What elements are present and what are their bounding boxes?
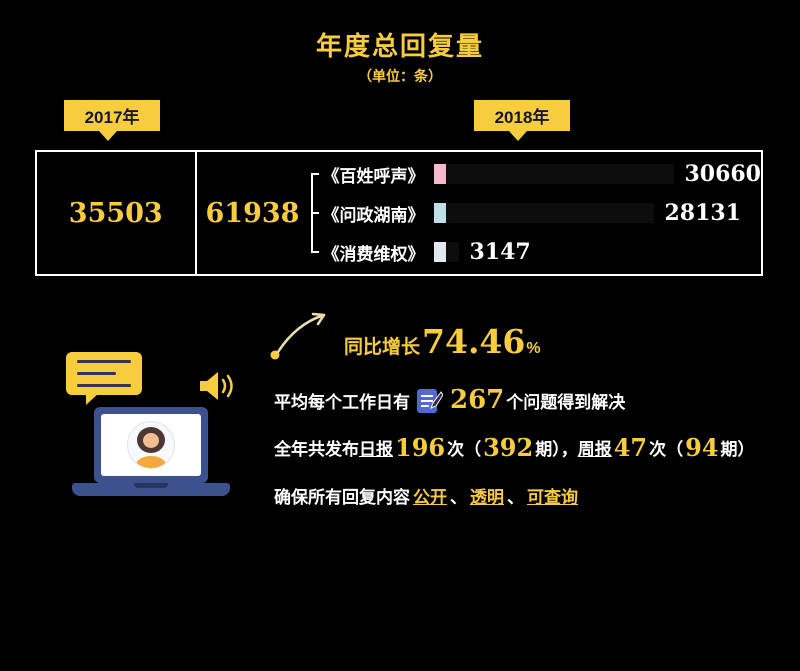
term-queryable: 可查询 [527, 487, 578, 507]
year-label-2018: 2018年 [474, 100, 570, 131]
avatar-shirt [136, 456, 166, 468]
chat-bubble-tail [86, 393, 99, 405]
laptop-base-notch [134, 483, 168, 488]
stat-line3-sep2: 、 [507, 487, 524, 507]
pencil-document-icon [417, 389, 443, 413]
stat-daily-solved: 平均每个工作日有 267 个问题得到解决 [274, 382, 625, 418]
bar-value: 28131 [664, 200, 741, 226]
term-open: 公开 [413, 487, 447, 507]
bar-row: 《问政湖南》 28131 [308, 194, 761, 233]
daily-report-issues: 392 [483, 432, 534, 462]
laptop-base [72, 483, 230, 496]
total-2017-value: 35503 [68, 197, 163, 229]
growth-arrow-icon [270, 312, 326, 360]
laptop-screen [94, 407, 208, 483]
bar-value: 3147 [469, 239, 531, 265]
total-2017-cell: 35503 [37, 152, 197, 274]
year-label-2017: 2017年 [64, 100, 160, 131]
term-transparent: 透明 [470, 487, 504, 507]
stat-line1-prefix: 平均每个工作日有 [274, 392, 410, 412]
stat-line2-seg1: 全年共发布 [274, 439, 359, 459]
speaker-icon [200, 372, 233, 400]
stat-guarantee: 确保所有回复内容 公开 、 透明 、 可查询 [274, 480, 581, 510]
bar-label: 《消费维权》 [322, 244, 425, 264]
stat-line2-seg3: 期）， [535, 439, 578, 459]
unit-subtitle: （单位：条） [358, 68, 442, 84]
operator-avatar [127, 421, 175, 469]
laptop-screen-inner [101, 414, 201, 476]
bracket-tick [311, 212, 320, 214]
daily-report-count: 196 [395, 432, 446, 462]
stat-line2-seg2: 次（ [447, 439, 482, 459]
bar-label: 《百姓呼声》 [322, 166, 425, 186]
avatar-face [143, 433, 159, 448]
page-title: 年度总回复量 [315, 31, 484, 61]
weekly-report-label: 周报 [577, 439, 612, 459]
bracket-line [311, 175, 314, 252]
bar-row: 《百姓呼声》 30660 [308, 155, 761, 194]
stat-line1-value: 267 [450, 385, 505, 415]
stat-line2-seg5: 期） [720, 439, 755, 459]
bracket-tick [311, 173, 320, 175]
growth-percent-sign: % [526, 340, 541, 357]
stat-line3-sep1: 、 [450, 487, 467, 507]
stat-reports: 全年共发布 日报 196 次（ 392 期）， 周报 47 次（ 94 期） [274, 430, 755, 464]
growth-value: 74.46 [422, 322, 526, 361]
bar-value: 30660 [684, 161, 761, 187]
stat-line2-seg4: 次（ [649, 439, 684, 459]
year-pointer-2018 [509, 131, 527, 141]
growth-label: 同比增长 [344, 337, 421, 358]
bar-row: 《消费维权》 3147 [308, 233, 761, 272]
weekly-report-count: 47 [613, 432, 648, 462]
bar-xiaofei-weiquan [434, 242, 460, 262]
chat-bubble-icon [66, 352, 142, 395]
weekly-report-issues: 94 [685, 432, 719, 462]
bar-label: 《问政湖南》 [322, 205, 425, 225]
bracket-tick [311, 251, 320, 253]
stat-line1-suffix: 个问题得到解决 [506, 392, 626, 412]
bar-wenzheng-hunan [434, 203, 655, 223]
totals-chart-box: 35503 61938 《百姓呼声》 30660 《问政湖南》 28131 《消… [35, 150, 763, 276]
stat-line3-prefix: 确保所有回复内容 [274, 487, 410, 507]
breakdown-rows: 《百姓呼声》 30660 《问政湖南》 28131 《消费维权》 3147 [308, 152, 761, 274]
year-pointer-2017 [99, 131, 117, 141]
total-2018-value: 61938 [205, 197, 300, 229]
total-2018-cell: 61938 [197, 152, 309, 274]
bar-baixing-huosheng [434, 164, 675, 184]
daily-report-label: 日报 [359, 439, 393, 459]
growth-text: 同比增长 74.46 % [344, 322, 541, 361]
